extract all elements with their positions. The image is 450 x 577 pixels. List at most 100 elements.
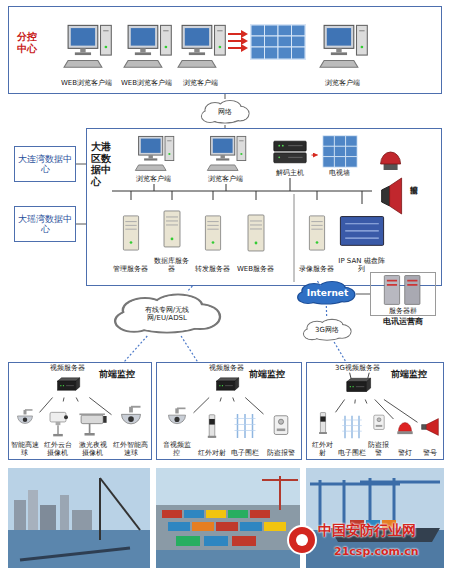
icon-part [421, 424, 426, 429]
icon-part [162, 510, 182, 518]
icon-part [168, 415, 185, 424]
icon-part [360, 45, 363, 48]
video-server-icon [200, 372, 254, 398]
icon-part [322, 146, 333, 156]
node-label: 前端监控 [99, 369, 149, 379]
node-label: 服务器群 [389, 307, 417, 315]
node-label: 分控中心 [17, 31, 39, 54]
node-label: 红外对射 [198, 449, 226, 457]
client-pc: 浏览客户端 [174, 14, 228, 88]
icon-part [210, 136, 234, 155]
icon-part [334, 146, 345, 156]
camera-icon [160, 402, 194, 442]
icon-part [192, 522, 214, 531]
server-tower-icon [194, 200, 232, 266]
icon-part [387, 280, 397, 282]
icon-part [345, 230, 379, 231]
server-tower-icon [298, 200, 336, 266]
node-label: 浏览客户端 [136, 175, 171, 183]
node-label: 电视墙 [329, 169, 350, 177]
icon-part [22, 417, 27, 422]
datacenter-box: 大连湾数据中心 [14, 146, 76, 182]
server-tower: 管理服务器 [112, 200, 150, 274]
icon-part [55, 421, 60, 424]
node-label: 电子围栏 [231, 449, 259, 457]
node-label: 网络 [218, 108, 232, 116]
icon-part [380, 152, 400, 164]
connector-line [375, 400, 394, 420]
server-tower: 录像服务器 [298, 200, 336, 274]
icon-part [148, 155, 152, 158]
icon-part [156, 468, 300, 568]
node-label: Internet [307, 288, 345, 298]
server-tower-icon [112, 200, 150, 266]
icon-part [202, 110, 218, 121]
icon-part [225, 385, 233, 386]
icon-part [220, 155, 224, 158]
icon-part [140, 138, 160, 152]
icon-part [216, 158, 229, 160]
icon-part [407, 280, 417, 282]
video-server: 视频服务器 [200, 364, 254, 398]
connector-line [194, 398, 210, 413]
icon-part [176, 536, 200, 546]
icon-part [174, 416, 179, 421]
connector-line [384, 400, 418, 423]
node-label: 防盗报警 [267, 449, 295, 457]
icon-part [345, 223, 379, 224]
icon-part [320, 60, 358, 67]
icon-part [265, 47, 279, 59]
icon-part [138, 136, 162, 155]
node-label: 前端监控 [391, 369, 441, 379]
icon-part [116, 311, 151, 330]
icon-part [57, 425, 59, 435]
icon-part [57, 381, 75, 390]
icon-part [212, 138, 232, 152]
camera-icon [76, 402, 110, 442]
node-label: 浏览客户端 [208, 175, 243, 183]
node-label: 防盗报警 [366, 441, 392, 457]
icon-part [131, 191, 132, 200]
icon-part [262, 479, 298, 481]
icon-part [112, 191, 372, 192]
icon-part [164, 45, 167, 48]
icon-part [68, 25, 98, 48]
video-wall-frame [250, 24, 306, 60]
icon-part [375, 424, 382, 426]
icon-part [279, 476, 281, 510]
icon-part [322, 156, 333, 166]
connector-line [245, 398, 263, 415]
icon-part [311, 228, 322, 229]
icon-part [228, 33, 242, 35]
port-photo [8, 468, 150, 568]
icon-part [184, 510, 204, 518]
connector-line [233, 398, 234, 402]
icon-part [276, 428, 285, 431]
icon-part [251, 47, 265, 59]
icon-part [236, 136, 245, 160]
node-label: 录像服务器 [299, 265, 334, 273]
icon-part [219, 385, 220, 386]
node-label: 前端监控 [249, 369, 299, 379]
icon-part [250, 220, 262, 221]
video-server: 视频服务器 [42, 364, 94, 398]
icon-part [166, 224, 178, 225]
icon-part [292, 25, 306, 36]
icon-part [407, 284, 417, 286]
camera: 红外智能高速球 [112, 402, 150, 458]
icon-part [265, 36, 279, 47]
icon-part [221, 385, 222, 386]
zone-box: 前端监控视频服务器音视频监控红外对射电子围栏防盗报警 [156, 362, 302, 460]
icon-part [125, 228, 136, 229]
node-label: 数据库服务器 [152, 257, 192, 273]
icon-part [74, 52, 90, 55]
icon-part [373, 415, 383, 429]
node-label: 有线专网/无线网/EU/ADSL [132, 306, 202, 322]
node-label: 大瑶湾数据中心 [15, 214, 75, 235]
icon-part [100, 478, 140, 530]
icon-part [288, 526, 316, 554]
camera-icon [10, 402, 40, 442]
icon-part [103, 416, 106, 423]
icon-part [273, 141, 305, 151]
icon-part [326, 28, 350, 46]
